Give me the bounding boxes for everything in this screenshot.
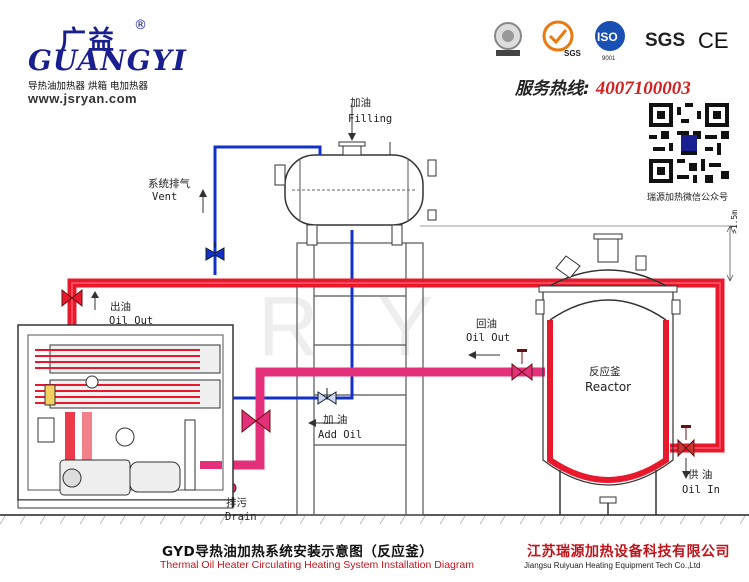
svg-text:9001: 9001 [602, 56, 616, 62]
cert-sgs-text: SGS [645, 30, 685, 51]
return-label-cn: 回油 [476, 318, 497, 330]
cert-badges: SGS ISO 9001 SGS CE [494, 20, 729, 62]
logo-tagline: 导热油加热器 烘箱 电加热器 [28, 81, 149, 92]
drain-label-en: Drain [225, 511, 257, 523]
height-label: >1.5m [730, 209, 739, 234]
cert-badge-sgs-round: SGS [542, 20, 582, 58]
vent-valve[interactable] [205, 242, 225, 261]
diagram-title: GYD导热油加热系统安装示意图（反应釜） [162, 544, 434, 560]
oil-in-label-en: Oil In [682, 484, 720, 496]
logo-en-text: GUANGYI [28, 44, 187, 77]
heater-outlet-valve[interactable] [61, 288, 83, 308]
vent-label-cn: 系统排气 [148, 178, 190, 190]
cert-sgs-1-text: SGS [564, 49, 582, 58]
cert-badge-1 [494, 22, 522, 56]
return-label-en: Oil Out [466, 332, 511, 344]
company-name-en: Jiangsu Ruiyuan Heating Equipment Tech C… [524, 561, 701, 570]
logo-cn-text: 广益 [60, 26, 117, 56]
filter-valve[interactable] [241, 408, 271, 434]
vent-pipe [213, 145, 322, 275]
cert-ce-text: CE [698, 28, 729, 53]
oil-in-label-cn: 供 油 [688, 469, 713, 481]
hotline: 服务热线: 4007100003 [515, 74, 691, 100]
hotline-number[interactable]: 4007100003 [595, 78, 691, 99]
qr-code[interactable] [649, 103, 729, 183]
expansion-tank [274, 141, 437, 246]
vent-label-en: Vent [152, 191, 178, 203]
registered-mark: ® [134, 18, 147, 33]
oil-out-label-en: Oil Out [109, 315, 154, 327]
add-oil-valve[interactable] [317, 388, 337, 405]
add-oil-label-cn: 加 油 [323, 414, 348, 426]
reactor [535, 233, 681, 515]
cert-iso-text: ISO [597, 30, 618, 44]
qr-caption: 瑞源加热微信公众号 [647, 193, 729, 203]
filling-label-cn: 加油 [350, 97, 371, 109]
add-oil-pipe [230, 230, 354, 418]
tank-support-stand [296, 242, 424, 516]
website-url[interactable]: www.jsryan.com [28, 91, 138, 106]
company-name-cn: 江苏瑞源加热设备科技有限公司 [527, 544, 730, 560]
return-valve[interactable] [511, 349, 533, 382]
oil-in-valve[interactable] [677, 425, 695, 458]
cert-badge-iso: ISO 9001 [595, 21, 625, 62]
diagram-subtitle: Thermal Oil Heater Circulating Heating S… [160, 559, 474, 571]
reactor-label-cn: 反应釜 [589, 366, 621, 378]
hotline-label: 服务热线: [515, 79, 590, 99]
oil-out-label-cn: 出油 [110, 301, 131, 313]
reactor-label-en: Reactor [585, 380, 632, 394]
watermark: RY [258, 279, 494, 373]
add-oil-label-en: Add Oil [318, 429, 363, 441]
filling-label-en: Filling [348, 113, 393, 125]
ground-hatch [0, 515, 746, 525]
drain-label-cn: 排污 [226, 497, 247, 509]
thermal-oil-heater [17, 324, 234, 509]
